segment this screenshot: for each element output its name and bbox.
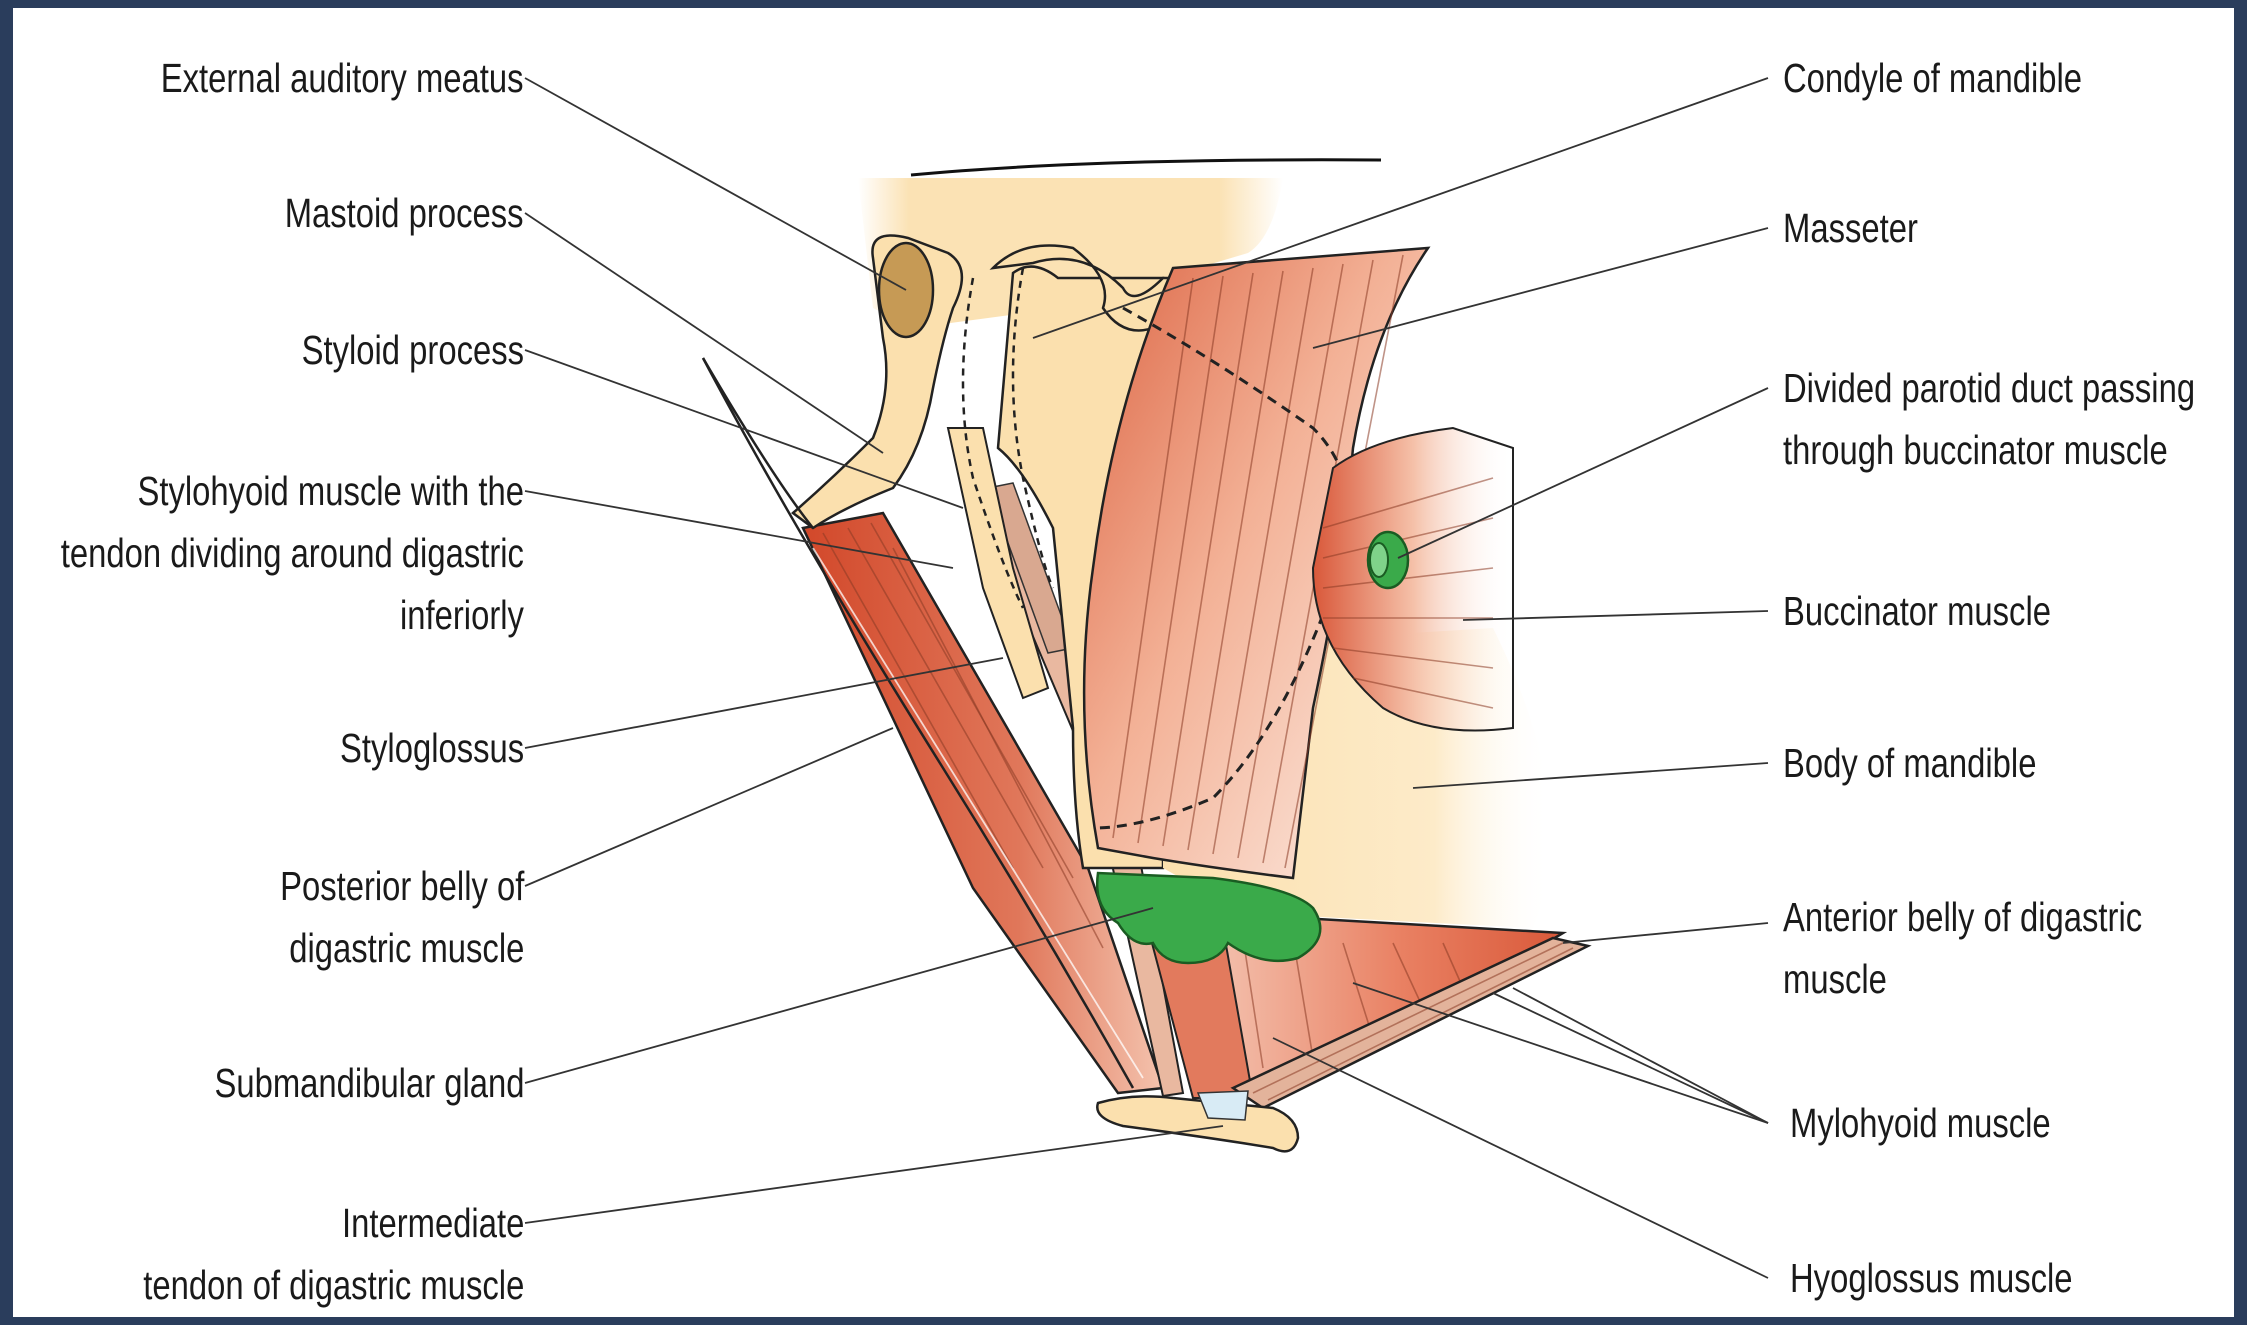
label-external-auditory-meatus: External auditory meatus (161, 47, 524, 109)
label-text: Stylohyoid muscle with the (61, 460, 524, 522)
label-condyle-of-mandible: Condyle of mandible (1783, 47, 2082, 109)
label-text: Condyle of mandible (1783, 47, 2082, 109)
label-text: muscle (1783, 948, 2142, 1010)
mastoid-shape (793, 236, 962, 529)
label-styloglossus: Styloglossus (340, 717, 524, 779)
label-text: Intermediate (143, 1192, 524, 1254)
label-text: Posterior belly of (280, 855, 524, 917)
label-text: Styloglossus (340, 717, 524, 779)
label-posterior-belly-digastric: Posterior belly of digastric muscle (280, 855, 524, 979)
label-intermediate-tendon: Intermediate tendon of digastric muscle (143, 1192, 524, 1316)
label-mylohyoid-muscle: Mylohyoid muscle (1790, 1092, 2051, 1154)
label-stylohyoid-muscle: Stylohyoid muscle with the tendon dividi… (61, 460, 524, 646)
label-text: digastric muscle (280, 917, 524, 979)
label-submandibular-gland: Submandibular gland (214, 1052, 524, 1114)
label-text: Submandibular gland (214, 1052, 524, 1114)
label-text: tendon of digastric muscle (143, 1254, 524, 1316)
label-mastoid-process: Mastoid process (285, 182, 524, 244)
label-parotid-duct: Divided parotid duct passing through buc… (1783, 357, 2195, 481)
figure-panel: External auditory meatus Mastoid process… (13, 8, 2234, 1317)
label-body-of-mandible: Body of mandible (1783, 732, 2036, 794)
label-styloid-process: Styloid process (302, 319, 524, 381)
label-text: External auditory meatus (161, 47, 524, 109)
label-text: through buccinator muscle (1783, 419, 2195, 481)
label-text: Hyoglossus muscle (1790, 1247, 2073, 1309)
label-text: Mastoid process (285, 182, 524, 244)
label-anterior-belly-digastric: Anterior belly of digastric muscle (1783, 886, 2142, 1010)
label-hyoglossus-muscle: Hyoglossus muscle (1790, 1247, 2073, 1309)
label-text: Buccinator muscle (1783, 580, 2051, 642)
label-text: tendon dividing around digastric (61, 522, 524, 584)
label-text: Mylohyoid muscle (1790, 1092, 2051, 1154)
label-text: inferiorly (61, 584, 524, 646)
label-text: Body of mandible (1783, 732, 2036, 794)
label-text: Masseter (1783, 197, 1918, 259)
label-text: Anterior belly of digastric (1783, 886, 2142, 948)
label-text: Styloid process (302, 319, 524, 381)
label-buccinator-muscle: Buccinator muscle (1783, 580, 2051, 642)
label-masseter: Masseter (1783, 197, 1918, 259)
label-text: Divided parotid duct passing (1783, 357, 2195, 419)
